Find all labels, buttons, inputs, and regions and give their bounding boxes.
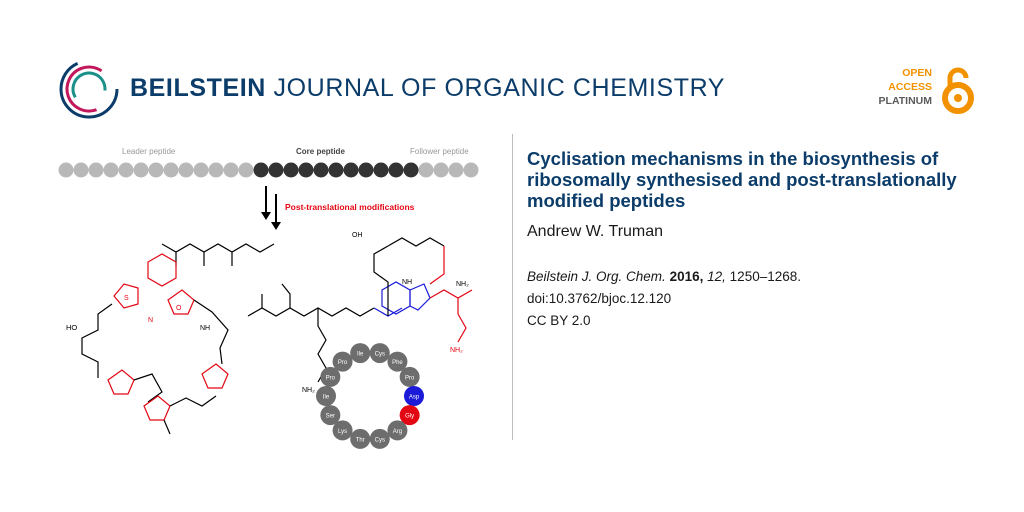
core-bead (268, 162, 284, 178)
lasso-peptide-structure (247, 237, 473, 383)
residue-label: Asp (409, 395, 420, 401)
residue-ser (320, 405, 341, 426)
residue-label: Ser (326, 414, 335, 420)
core-bead (373, 162, 389, 178)
nh-indole-label: NH (402, 279, 412, 286)
core-bead (298, 162, 314, 178)
residue-label: Arg (393, 429, 402, 435)
residue-asp (404, 386, 424, 406)
core-bead (253, 162, 269, 178)
core-bead (388, 162, 404, 178)
peptide-bead (118, 162, 134, 178)
residue-label: Ile (323, 395, 330, 401)
residue-label: Pro (326, 375, 336, 381)
peptide-bead (238, 162, 254, 178)
nh2-atom-label: NH₂ (302, 387, 315, 394)
journal-title-bold: BEILSTEIN (130, 74, 266, 102)
open-lock-icon (942, 67, 974, 114)
residue-cys (369, 343, 390, 364)
nh2-top-atom-label: NH₂ (456, 281, 469, 288)
peptide-bead-chain (58, 162, 479, 178)
peptide-bead (163, 162, 179, 178)
nh2-red-atom-label: NH₂ (450, 347, 463, 354)
peptide-bead (58, 162, 74, 178)
core-peptide-label: Core peptide (296, 147, 345, 156)
oh-atom-label: OH (352, 232, 363, 239)
peptide-bead (193, 162, 209, 178)
citation-journal: Beilstein J. Org. Chem. (527, 269, 666, 284)
peptide-bead (223, 162, 239, 178)
journal-title-rest: JOURNAL OF ORGANIC CHEMISTRY (273, 74, 726, 102)
citation-pages: 1250–1268. (729, 269, 801, 284)
oa-platinum-label: PLATINUM (878, 95, 932, 107)
vertical-divider (512, 134, 513, 440)
residue-arg (387, 420, 408, 441)
residue-pro (320, 366, 341, 387)
core-bead (358, 162, 374, 178)
peptide-bead (433, 162, 449, 178)
open-access-badge: OPEN ACCESS PLATINUM (858, 64, 978, 118)
residue-lys (332, 420, 353, 441)
journal-title: BEILSTEIN JOURNAL OF ORGANIC CHEMISTRY (130, 74, 725, 103)
peptide-bead (88, 162, 104, 178)
o-atom-label: O (176, 305, 182, 312)
residue-label: Pro (405, 375, 415, 381)
journal-header: BEILSTEIN JOURNAL OF ORGANIC CHEMISTRY O… (58, 58, 978, 120)
follower-peptide-label: Follower peptide (410, 147, 469, 156)
residue-label: Pro (338, 360, 348, 366)
article-license: CC BY 2.0 (527, 313, 591, 328)
article-doi: doi:10.3762/bjoc.12.120 (527, 291, 672, 306)
residue-label: Ile (357, 352, 364, 358)
residue-thr (350, 428, 371, 449)
peptide-bead (208, 162, 224, 178)
n-atom-label: N (148, 317, 153, 324)
residue-label: Cys (375, 352, 385, 358)
s-atom-label: S (124, 295, 129, 302)
peptide-bead (418, 162, 434, 178)
residue-pro (332, 351, 353, 372)
residue-ile (316, 386, 336, 406)
residue-label: Lys (338, 429, 347, 435)
article-info: Cyclisation mechanisms in the biosynthe­… (527, 148, 967, 328)
ho-atom-label: HO (66, 323, 77, 332)
thiopeptide-structure (81, 243, 275, 435)
article-title: Cyclisation mechanisms in the biosynthe­… (527, 148, 957, 211)
peptide-bead (103, 162, 119, 178)
residue-ile (350, 343, 371, 364)
citation-year: 2016, (669, 269, 704, 284)
leader-peptide-label: Leader peptide (122, 147, 176, 156)
residue-label: Gly (405, 414, 414, 420)
residue-label: Phe (392, 360, 403, 366)
article-citation: Beilstein J. Org. Chem. 2016, 12, 1250–1… (527, 269, 967, 284)
residue-cys (369, 428, 390, 449)
residue-gly (399, 405, 420, 426)
article-author: Andrew W. Truman (527, 223, 664, 240)
graphical-abstract: Leader peptide Core peptide Follower pep… (52, 134, 502, 454)
core-bead (313, 162, 329, 178)
citation-volume: 12, (707, 269, 726, 284)
residue-pro (399, 366, 420, 387)
peptide-bead (448, 162, 464, 178)
core-bead (283, 162, 299, 178)
peptide-bead (148, 162, 164, 178)
peptide-bead (178, 162, 194, 178)
peptide-bead (133, 162, 149, 178)
residue-label: Thr (356, 437, 365, 443)
residue-phe (387, 351, 408, 372)
residue-label: Cys (375, 437, 385, 443)
core-bead (343, 162, 359, 178)
nh-atom-label: NH (200, 325, 210, 332)
core-bead (403, 162, 419, 178)
journal-logo-icon (59, 59, 119, 119)
core-bead (328, 162, 344, 178)
oa-open-label: OPEN (902, 67, 932, 79)
oa-access-label: ACCESS (888, 81, 932, 93)
peptide-bead (73, 162, 89, 178)
ptm-label: Post-translational modifications (285, 202, 415, 212)
peptide-bead (463, 162, 479, 178)
